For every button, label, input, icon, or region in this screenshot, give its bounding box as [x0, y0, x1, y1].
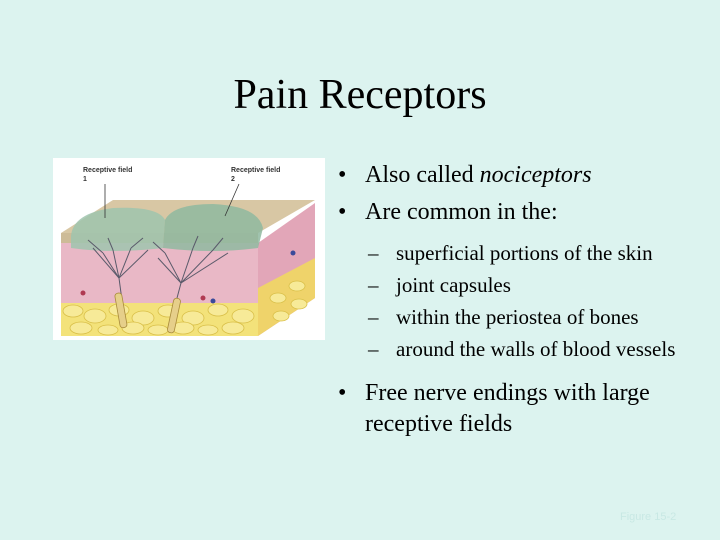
receptive-field-2	[163, 204, 263, 251]
dermis-layer	[61, 243, 258, 303]
bullet-item: • Also called nociceptors	[338, 160, 708, 191]
sub-bullet-text: joint capsules	[396, 273, 511, 297]
receptive-field-2-label: Receptive field 2	[231, 167, 281, 183]
bullet-list: • Also called nociceptors • Are common i…	[338, 160, 708, 446]
axon-1	[114, 292, 128, 329]
skin-receptive-fields-figure: Receptive field 1 Receptive field 2	[53, 158, 325, 340]
vessel-dot	[210, 298, 216, 304]
sub-bullet-item: – joint capsules	[338, 272, 708, 298]
dash-marker: –	[368, 337, 379, 361]
axon-2	[167, 297, 181, 334]
sub-bullet-text: superficial portions of the skin	[396, 241, 653, 265]
bullet-text: Also called	[365, 162, 480, 188]
fat-side-face	[258, 258, 315, 336]
vessel-dot	[290, 250, 296, 256]
bullet-marker: •	[338, 162, 347, 188]
receptive-field-1-label: Receptive field 1	[83, 167, 133, 183]
bullet-text: Free nerve endings with large receptive …	[365, 380, 650, 437]
sub-bullet-item: – superficial portions of the skin	[338, 240, 708, 266]
bullet-item: • Are common in the:	[338, 197, 708, 228]
bullet-item: • Free nerve endings with large receptiv…	[338, 378, 708, 440]
label-2-pointer	[224, 183, 240, 217]
dash-marker: –	[368, 305, 379, 329]
vessel-dot	[80, 290, 86, 296]
bullet-emphasis: nociceptors	[479, 162, 592, 188]
figure-reference: Figure 15-2	[620, 511, 677, 523]
sub-bullet-item: – around the walls of blood vessels	[338, 336, 708, 362]
sub-bullet-text: within the periostea of bones	[396, 305, 639, 329]
dash-marker: –	[368, 241, 379, 265]
slide-title: Pain Receptors	[233, 72, 487, 118]
figure-illustration	[61, 183, 315, 336]
bullet-text: Are common in the:	[365, 199, 558, 225]
bullet-marker: •	[338, 380, 347, 406]
vessel-dot	[200, 295, 206, 301]
bullet-marker: •	[338, 199, 347, 225]
dash-marker: –	[368, 273, 379, 297]
receptive-field-1	[71, 207, 165, 251]
sub-bullet-text: around the walls of blood vessels	[396, 337, 676, 361]
sub-bullet-item: – within the periostea of bones	[338, 304, 708, 330]
sub-bullet-list: – superficial portions of the skin – joi…	[338, 240, 708, 362]
